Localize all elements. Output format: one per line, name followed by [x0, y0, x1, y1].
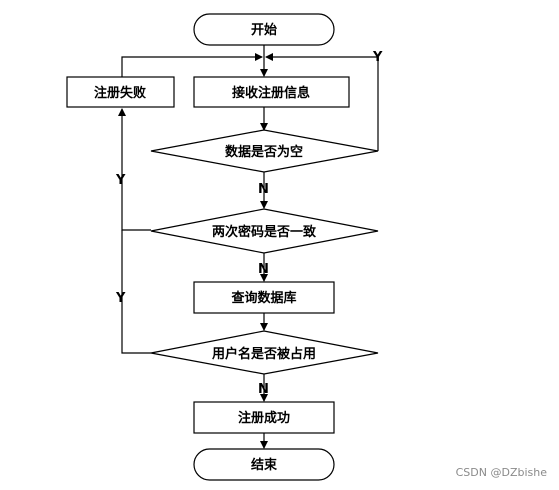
receive-box: [193, 76, 350, 108]
username-no-label: N: [258, 382, 269, 397]
empty-yes-label: Y: [372, 50, 383, 65]
username-yes-label: Y: [115, 291, 126, 306]
query-db-label: 查询数据库: [230, 290, 296, 306]
empty-no-label: N: [258, 182, 269, 197]
success-label: 注册成功: [238, 410, 290, 426]
edge-password-yes: [118, 108, 151, 231]
start-label: 开始: [251, 22, 277, 38]
check-username-diamond: [150, 330, 379, 375]
fail-box: [66, 76, 175, 108]
check-username-label: 用户名是否被占用: [211, 346, 316, 362]
end-label: 结束: [251, 457, 278, 473]
password-yes-label: Y: [115, 173, 126, 188]
check-password-label: 两次密码是否一致: [212, 224, 317, 240]
watermark: CSDN @DZbishe: [455, 466, 547, 479]
check-password-diamond: [150, 208, 379, 254]
edge-username-yes: [121, 230, 151, 354]
check-empty-diamond: [150, 129, 379, 173]
query-db-box: [193, 281, 335, 314]
receive-label: 接收注册信息: [232, 85, 310, 101]
edge-fail-loop: [121, 53, 263, 77]
end-terminator: [193, 448, 335, 481]
edge-empty-yes-loop: [265, 53, 379, 151]
success-box: [193, 401, 335, 434]
fail-label: 注册失败: [94, 85, 146, 101]
password-no-label: N: [258, 262, 269, 277]
start-terminator: [193, 13, 335, 46]
check-empty-label: 数据是否为空: [225, 144, 303, 160]
